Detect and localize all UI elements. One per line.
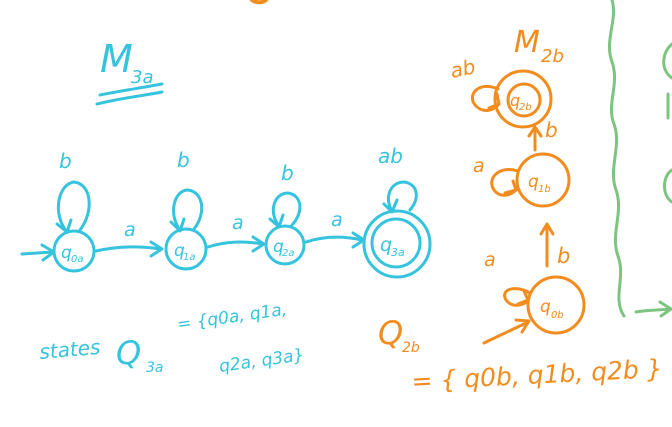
self-loop-label: ab bbox=[448, 54, 477, 83]
m3a-transition-2-3-label: a bbox=[331, 209, 343, 231]
m3a-title-underline-2 bbox=[95, 90, 164, 106]
set-subscript: 2b bbox=[402, 340, 420, 356]
m2b-start-arrowhead bbox=[514, 318, 531, 334]
self-loop-label: a bbox=[473, 155, 485, 177]
m3a-automaton: M 3a q 0a b a q 1a b bbox=[20, 37, 432, 377]
m2b-transition-1-2-arrowhead bbox=[527, 125, 543, 138]
state-label: q bbox=[61, 243, 72, 263]
self-loop bbox=[172, 188, 204, 232]
m3a-state-q2a: q 2a b bbox=[264, 161, 306, 266]
self-loop bbox=[56, 180, 91, 234]
self-loop bbox=[387, 180, 418, 213]
state-label: q bbox=[174, 241, 185, 261]
m2b-transition-0-1-label: b bbox=[557, 244, 570, 268]
state-label: q bbox=[510, 91, 520, 110]
self-loop-arrowhead bbox=[516, 289, 530, 306]
state-subscript: 2b bbox=[519, 102, 532, 113]
self-loop-label: b bbox=[177, 148, 190, 172]
m3a-state-q3a-accepting: q 3a ab bbox=[362, 144, 432, 279]
top-edge-fragment bbox=[250, 0, 268, 5]
m3a-states-note: states Q 3a = {q0a, q1a, q2a, q3a} bbox=[38, 300, 305, 377]
m3a-transition-2-3 bbox=[304, 235, 364, 244]
set-members-line-1: = {q0a, q1a, bbox=[176, 300, 288, 335]
m3a-transition-1-2-label: a bbox=[232, 212, 244, 234]
self-loop-label: b bbox=[281, 161, 294, 185]
state-subscript: 3a bbox=[391, 246, 405, 259]
state-label: q bbox=[540, 297, 551, 317]
set-subscript: 3a bbox=[146, 360, 164, 376]
m3a-state-q0a: q 0a b bbox=[52, 149, 96, 273]
self-loop-label: b bbox=[59, 149, 72, 173]
self-loop-arrowhead bbox=[487, 92, 501, 110]
self-loop bbox=[490, 168, 520, 197]
state-label: q bbox=[273, 237, 284, 257]
self-loop-arrowhead bbox=[268, 213, 285, 229]
m2b-transition-0-1-arrowhead bbox=[539, 222, 555, 236]
self-loop-arrowhead bbox=[169, 217, 186, 233]
wavy-divider-line bbox=[607, 0, 626, 318]
m3a-state-q1a: q 1a b bbox=[164, 148, 208, 271]
self-loop bbox=[271, 191, 302, 228]
m2b-transition-1-2-label: b bbox=[545, 118, 558, 142]
set-name: Q bbox=[378, 314, 403, 352]
green-divider bbox=[607, 0, 672, 318]
m2b-state-q2b-accepting: q 2b ab bbox=[448, 54, 553, 129]
state-label: q bbox=[528, 172, 539, 192]
m2b-title-subscript: 2b bbox=[541, 46, 564, 67]
self-loop-label: a bbox=[484, 249, 496, 271]
m2b-state-q1b: q 1b a bbox=[473, 152, 571, 208]
state-subscript: 0a bbox=[71, 254, 84, 265]
right-edge-curve-2 bbox=[663, 168, 672, 204]
self-loop bbox=[470, 84, 501, 112]
m3a-transition-0-1-arrowhead bbox=[149, 240, 164, 258]
self-loop-label: ab bbox=[378, 144, 403, 168]
states-word: states bbox=[38, 335, 101, 364]
right-edge-curve-1 bbox=[662, 42, 672, 80]
set-members-line-2: q2a, q3a} bbox=[218, 345, 306, 377]
m3a-title: M bbox=[100, 37, 133, 81]
set-name: Q bbox=[116, 334, 141, 372]
right-arrowhead-fragment bbox=[658, 300, 672, 318]
m3a-title-subscript: 3a bbox=[131, 67, 153, 88]
self-loop-arrowhead bbox=[55, 218, 73, 234]
set-members: = { q0b, q1b, q2b } bbox=[411, 354, 664, 396]
state-label: q bbox=[380, 234, 392, 256]
m3a-transition-0-1-label: a bbox=[124, 219, 136, 241]
state-subscript: 1a bbox=[183, 252, 196, 263]
state-subscript: 0b bbox=[551, 310, 564, 321]
m3a-transition-1-2-arrowhead bbox=[251, 235, 266, 253]
m2b-start-arrow bbox=[482, 320, 530, 345]
m3a-start-arrow bbox=[20, 250, 55, 256]
m2b-automaton: M 2b q 2b ab b q 1b a b bbox=[378, 25, 663, 396]
self-loop-arrowhead bbox=[503, 179, 518, 195]
m2b-title: M bbox=[514, 25, 540, 60]
m3a-transition-1-2 bbox=[206, 240, 264, 249]
self-loop bbox=[503, 287, 532, 307]
state-subscript: 1b bbox=[538, 184, 551, 195]
m3a-transition-0-1 bbox=[94, 245, 162, 253]
m2b-state-q0b: q 0b a bbox=[484, 249, 586, 335]
m3a-title-underline-1 bbox=[98, 82, 164, 97]
state-subscript: 2a bbox=[282, 248, 295, 259]
self-loop-arrowhead bbox=[382, 198, 399, 214]
